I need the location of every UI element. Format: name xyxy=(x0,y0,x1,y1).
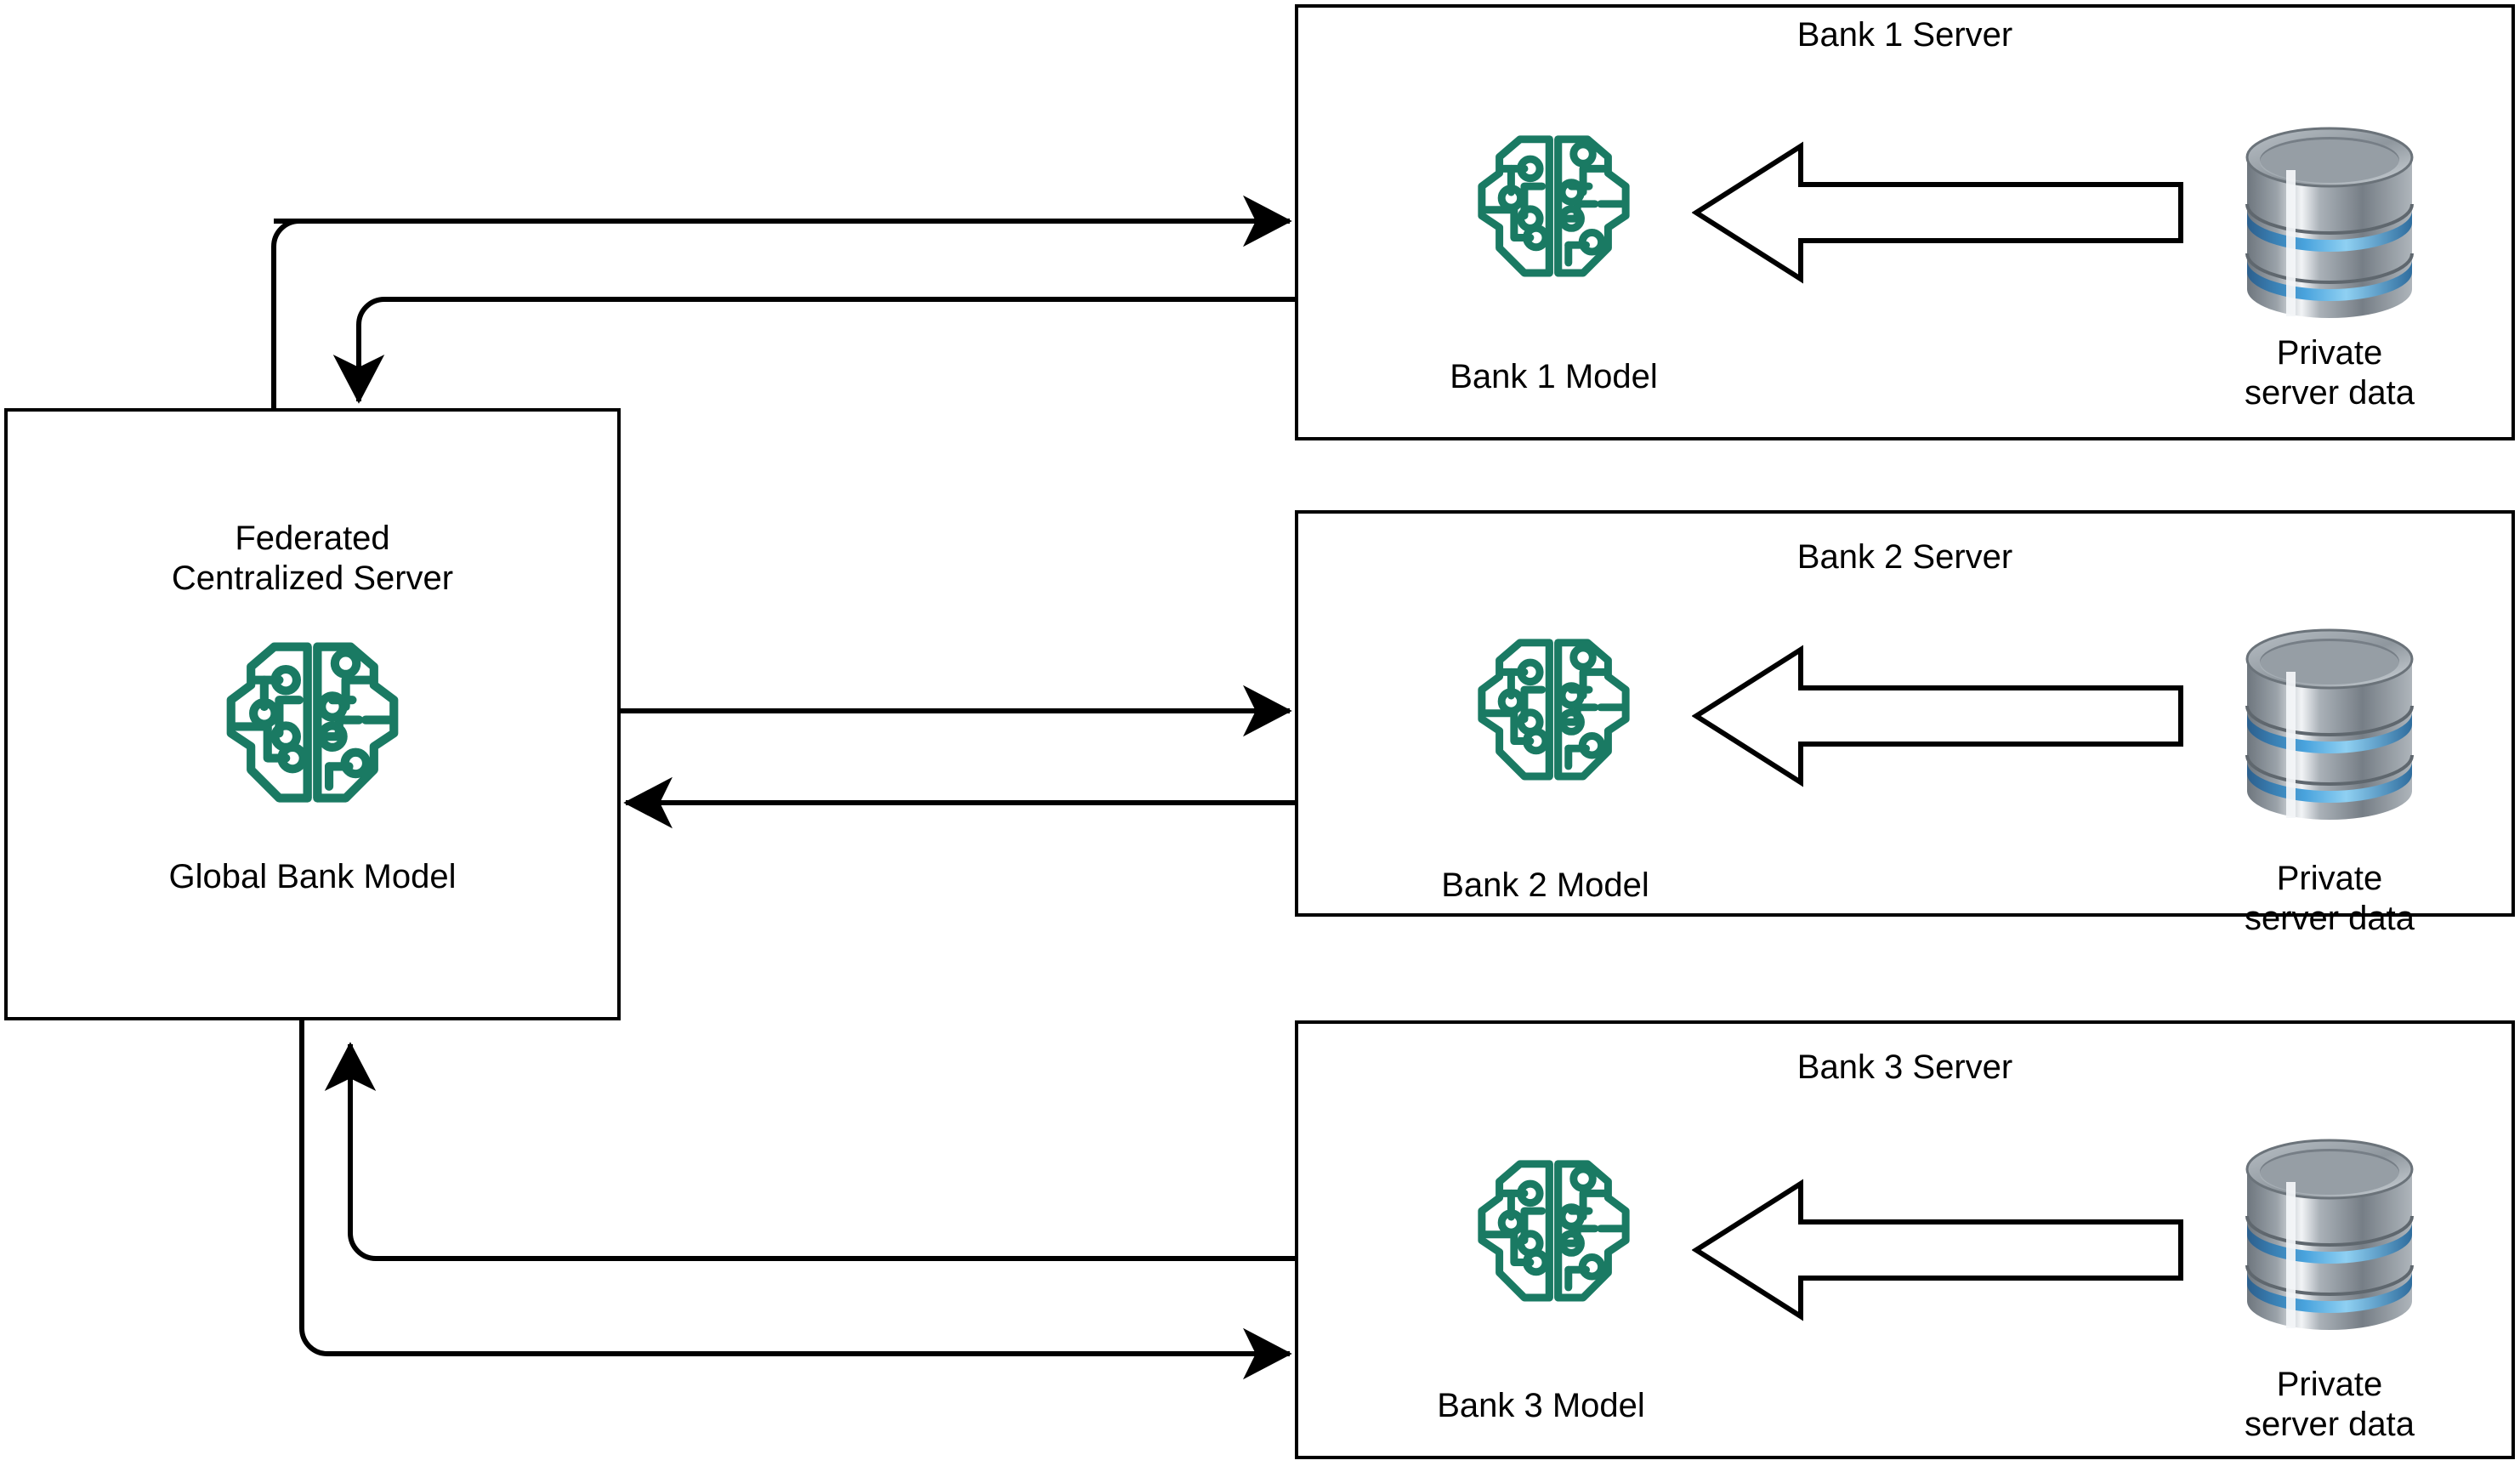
brain-circuit-icon xyxy=(208,634,417,816)
federated-central-server-box xyxy=(4,408,621,1020)
brain-circuit-icon xyxy=(1462,1152,1645,1314)
bank2-panel-title: Bank 2 Server xyxy=(1796,538,2013,576)
bank1-panel-title: Bank 1 Server xyxy=(1796,16,2013,54)
brain-circuit-icon xyxy=(1462,631,1645,793)
central-server-model-label: Global Bank Model xyxy=(168,858,457,895)
connector-bank1-to-server xyxy=(332,297,1295,404)
database-cylinder-icon xyxy=(2223,119,2436,332)
database-cylinder-icon xyxy=(2223,621,2436,833)
connector-bank3-to-server xyxy=(324,1042,1295,1261)
bank2-model-label: Bank 2 Model xyxy=(1441,867,1649,904)
connector-server-to-bank1-elbow xyxy=(271,219,1290,408)
bank2-private-data-label: Private server data xyxy=(2244,860,2415,938)
database-cylinder-icon xyxy=(2223,1131,2436,1344)
hollow-left-arrow xyxy=(1691,1173,2185,1327)
bank3-panel-title: Bank 3 Server xyxy=(1796,1048,2013,1086)
central-server-title: Federated Centralized Server xyxy=(171,520,454,598)
bank3-model-label: Bank 3 Model xyxy=(1437,1387,1645,1424)
hollow-left-arrow xyxy=(1691,136,2185,289)
hollow-left-arrow xyxy=(1691,639,2185,793)
bank1-model-label: Bank 1 Model xyxy=(1450,358,1658,395)
connector-server-to-bank3 xyxy=(299,1020,1292,1380)
bank3-private-data-label: Private server data xyxy=(2244,1366,2415,1444)
bank1-private-data-label: Private server data xyxy=(2244,334,2415,412)
brain-circuit-icon xyxy=(1462,128,1645,289)
